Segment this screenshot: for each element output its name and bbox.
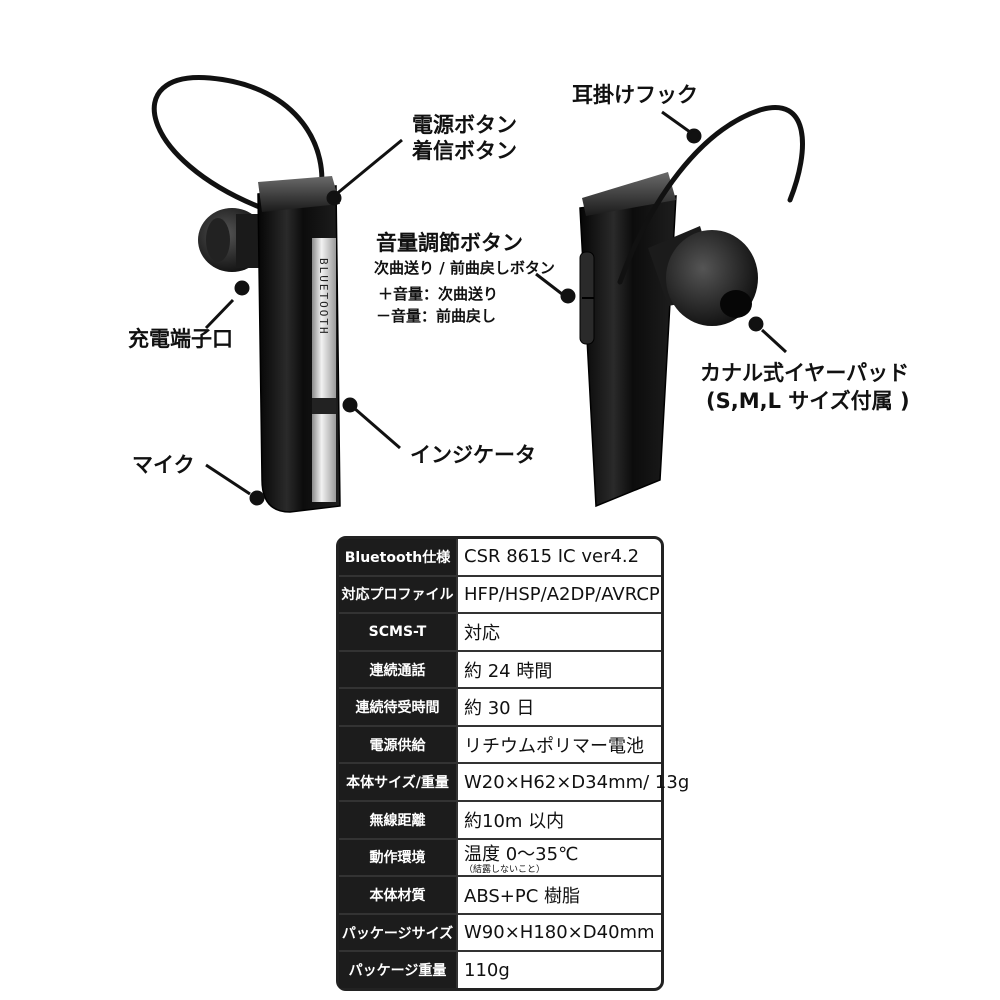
- spec-label: Bluetooth仕様: [339, 539, 458, 577]
- left-top-cap: [258, 176, 340, 212]
- right-earbud: [648, 226, 758, 326]
- spec-value-cell: 対応: [457, 613, 661, 652]
- spec-value: リチウムポリマー電池: [464, 735, 644, 757]
- left-chrome-strip: [312, 238, 336, 398]
- callout-volume-plus: ＋音量：次曲送り: [378, 285, 499, 303]
- spec-table: Bluetooth仕様 CSR 8615 IC ver4.2 対応プロファイル HFP…: [336, 536, 689, 991]
- spec-value-cell: ABS+PC 樹脂: [457, 876, 661, 915]
- spec-label: 動作環境: [339, 838, 458, 878]
- spec-label: パッケージ重量: [339, 951, 458, 988]
- spec-value-cell: リチウムポリマー電池: [457, 725, 661, 765]
- spec-row: パッケージ重量 110g: [339, 951, 661, 988]
- callout-ear-pad: カナル式イヤーパッド: [700, 361, 910, 385]
- spec-row: パッケージサイズ W90×H180×D40mm: [339, 913, 661, 953]
- right-ear-hook: [617, 105, 805, 285]
- spec-label: 対応プロファイル: [339, 575, 458, 615]
- callout-power-button-line2: 着信ボタン: [412, 139, 517, 163]
- spec-row: 連続通話約 24 時間: [339, 650, 661, 690]
- spec-row: SCMS-T 対応: [339, 613, 661, 652]
- spec-row: 電源供給リチウムポリマー電池: [339, 725, 661, 765]
- leader-lines: [204, 110, 788, 506]
- spec-row: 連続待受時間約 30 日: [339, 688, 661, 727]
- product-illustration: BLUETOOTH: [151, 75, 805, 513]
- spec-value-cell: W90×H180×D40mm: [457, 913, 661, 953]
- callout-power-button-line1: 電源ボタン: [412, 113, 517, 137]
- spec-row: 対応プロファイル HFP/HSP/A2DP/AVRCP: [339, 575, 661, 615]
- spec-value: W90×H180×D40mm: [464, 922, 655, 944]
- spec-label: SCMS-T: [339, 613, 458, 652]
- spec-value: CSR 8615 IC ver4.2: [464, 546, 640, 568]
- callout-microphone: マイク: [132, 453, 195, 477]
- callout-volume-button: 音量調節ボタン: [376, 230, 523, 256]
- callout-charging-port: 充電端子口: [128, 327, 233, 351]
- spec-value-cell: 約10m 以内: [457, 801, 661, 840]
- spec-label: 無線距離: [339, 801, 458, 840]
- spec-label: パッケージサイズ: [339, 913, 458, 953]
- spec-value: ABS+PC 樹脂: [464, 885, 580, 907]
- spec-value-cell: HFP/HSP/A2DP/AVRCP: [457, 575, 661, 615]
- spec-value-cell: CSR 8615 IC ver4.2: [457, 539, 661, 577]
- spec-value-cell: 温度 0～35℃（結露しないこと）: [457, 838, 661, 878]
- spec-value: 約 30 日: [464, 698, 535, 720]
- callout-ear-hook: 耳掛けフック: [572, 83, 698, 107]
- spec-value: 対応: [464, 622, 500, 644]
- left-earbud: [198, 208, 266, 272]
- right-headset: [579, 105, 805, 508]
- spec-note: （結露しないこと）: [464, 864, 546, 875]
- callout-power-button: 電源ボタン 着信ボタン: [412, 112, 517, 164]
- right-top-cap: [582, 172, 676, 216]
- callout-volume-minus: －音量：前曲戻し: [376, 307, 497, 325]
- left-headset: BLUETOOTH: [151, 75, 341, 513]
- spec-value: 約 24 時間: [464, 660, 553, 682]
- callout-ear-pad-sizes: (S,M,L サイズ付属 ): [706, 389, 910, 413]
- spec-row: Bluetooth仕様 CSR 8615 IC ver4.2: [339, 539, 661, 577]
- spec-value-cell: 約 24 時間: [457, 650, 661, 690]
- spec-value-cell: 110g: [457, 951, 661, 988]
- spec-value: HFP/HSP/A2DP/AVRCP: [464, 583, 660, 605]
- spec-row: 動作環境温度 0～35℃（結露しないこと）: [339, 838, 661, 878]
- callout-indicator: インジケータ: [410, 443, 536, 467]
- left-brand-text: BLUETOOTH: [317, 258, 330, 336]
- spec-value: 約10m 以内: [464, 810, 565, 832]
- spec-value-cell: 約 30 日: [457, 688, 661, 727]
- spec-value-cell: W20×H62×D34mm/ 13g: [457, 763, 689, 803]
- callout-volume-title: 音量調節ボタン: [376, 231, 523, 255]
- callout-volume-sub: 次曲送り / 前曲戻しボタン: [374, 259, 555, 277]
- spec-value: W20×H62×D34mm/ 13g: [464, 771, 690, 793]
- spec-label: 連続通話: [339, 650, 458, 690]
- spec-label: 連続待受時間: [339, 688, 458, 727]
- spec-label: 本体材質: [339, 876, 458, 915]
- left-ear-hook: [151, 75, 325, 211]
- spec-row: 本体材質 ABS+PC 樹脂: [339, 876, 661, 915]
- spec-row: 無線距離約10m 以内: [339, 801, 661, 840]
- spec-table-grid: Bluetooth仕様 CSR 8615 IC ver4.2 対応プロファイル HFP…: [339, 539, 689, 988]
- spec-label: 電源供給: [339, 725, 458, 765]
- spec-table-body: Bluetooth仕様 CSR 8615 IC ver4.2 対応プロファイル HFP…: [339, 539, 689, 988]
- spec-value: 110g: [464, 959, 510, 981]
- spec-row: 本体サイズ/重量 W20×H62×D34mm/ 13g: [339, 763, 689, 803]
- spec-label: 本体サイズ/重量: [339, 763, 458, 803]
- spec-value: 温度 0～35℃: [464, 843, 579, 865]
